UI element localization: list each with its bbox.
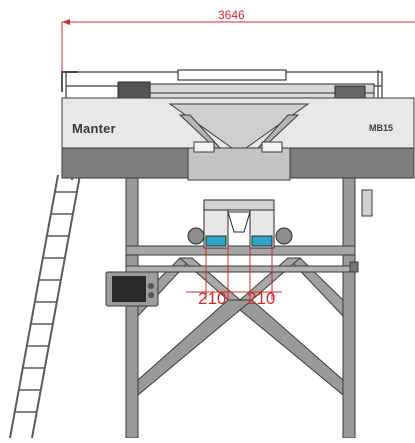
panel-button	[148, 292, 154, 298]
ladder-rungs	[15, 191, 77, 413]
outlet-spacing-dimension	[186, 246, 282, 300]
dimension-arrow-left	[62, 19, 70, 25]
bagging-outlets	[187, 199, 293, 249]
brace-right-lower	[226, 299, 344, 397]
ladder-rail-left	[9, 174, 59, 439]
control-panel	[105, 271, 159, 307]
side-switch	[361, 189, 373, 217]
support-leg-left	[125, 177, 139, 439]
left-outlet-spacing-label: 210	[198, 289, 227, 308]
cross-beam	[125, 245, 356, 256]
model-label: MB15	[369, 123, 394, 133]
panel-screen	[112, 276, 146, 302]
lower-beam	[125, 265, 356, 273]
overall-width-dimension	[61, 19, 415, 80]
side-electrical-box	[349, 189, 373, 273]
outlet-clamp-right	[251, 235, 273, 247]
panel-button	[148, 283, 154, 289]
machine-body	[61, 97, 415, 181]
weigh-unit-housing	[187, 147, 291, 181]
brace-left-lower	[137, 299, 254, 397]
actuator-left	[187, 227, 205, 245]
right-outlet-spacing-label: 210	[247, 289, 276, 308]
support-leg-right	[342, 177, 356, 439]
outlet-clamp-left	[205, 235, 227, 247]
outlet-divider	[227, 211, 251, 233]
brand-logo-text: Manter	[72, 121, 116, 136]
outlet-frame	[203, 199, 275, 211]
weigh-head-right	[261, 141, 283, 153]
ladder-top-handrail	[61, 71, 78, 92]
weigh-head-left	[193, 141, 215, 153]
access-ladder	[9, 71, 81, 439]
overall-width-label: 3646	[218, 8, 245, 22]
side-bracket	[349, 261, 359, 273]
top-cover	[177, 69, 287, 81]
ladder-rail-right	[31, 174, 81, 439]
support-frame	[125, 177, 356, 439]
actuator-right	[275, 227, 293, 245]
